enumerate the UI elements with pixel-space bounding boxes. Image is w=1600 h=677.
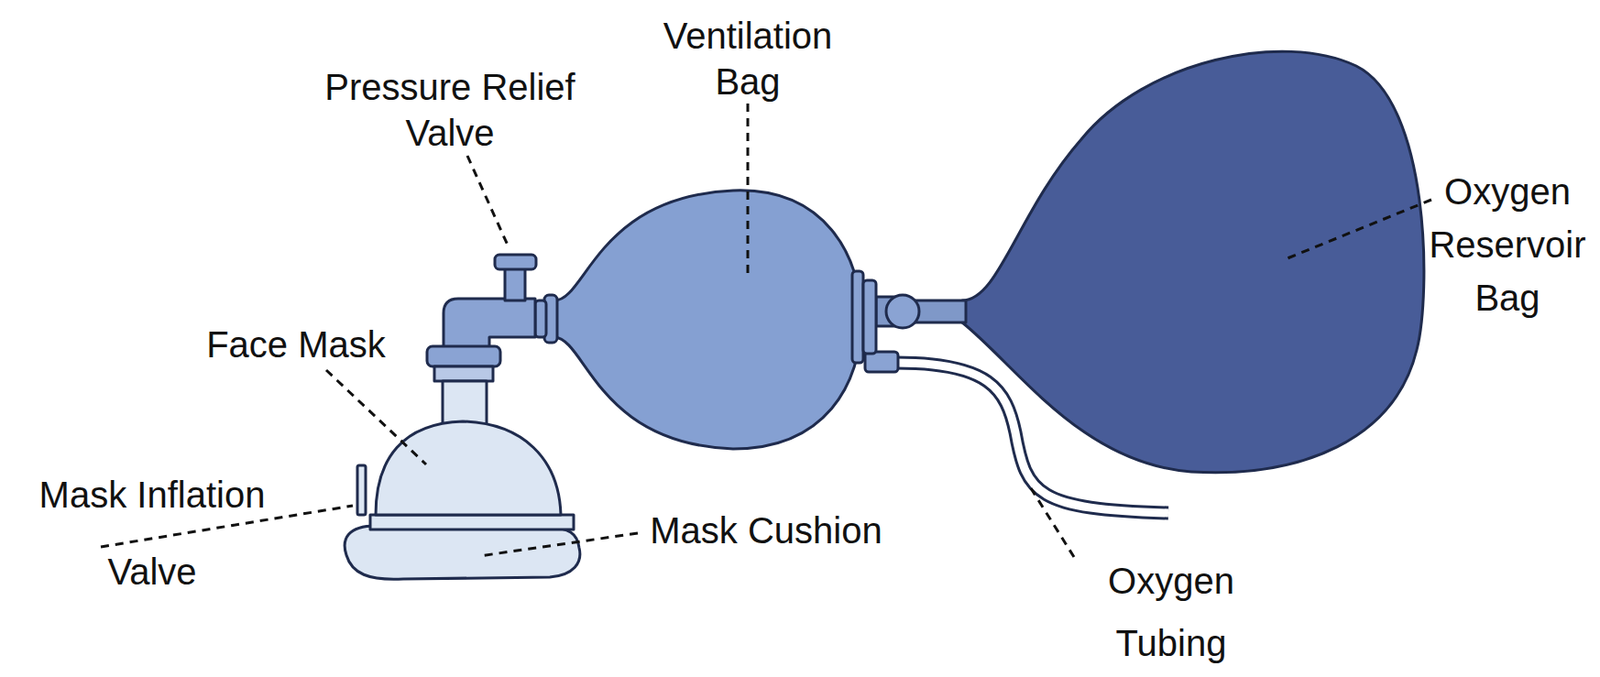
leader-line — [467, 155, 510, 250]
part-label: Pressure Relief Valve — [303, 64, 597, 156]
relief-valve-cap — [494, 254, 537, 270]
leader-line — [479, 533, 638, 557]
relief-valve-stem — [504, 267, 526, 301]
part-label: Mask Cushion — [628, 507, 904, 554]
part-label: Ventilation Bag — [646, 12, 849, 105]
bag-ring — [535, 300, 547, 338]
connector-ball — [886, 295, 920, 329]
leader-line — [1282, 199, 1432, 261]
mask-neck — [442, 381, 487, 428]
part-label: Face Mask — [186, 321, 406, 368]
mask-inflation-valve — [357, 465, 366, 516]
ventilation-bag — [554, 190, 862, 450]
part-label: Mask Inflation Valve — [5, 456, 299, 611]
leader-line — [326, 370, 427, 465]
mask-rim — [370, 515, 574, 530]
reservoir-neck — [912, 300, 966, 323]
part-label: Oxygen Reservoir Bag — [1420, 164, 1595, 325]
bag-ring — [863, 280, 877, 354]
oxygen-reservoir-bag — [962, 51, 1425, 473]
mask-collar — [427, 346, 501, 367]
part-label: Oxygen Tubing — [1070, 549, 1272, 675]
mask-collar — [434, 366, 494, 382]
elbow-connector — [443, 298, 536, 349]
leader-line — [746, 103, 750, 275]
bag-ring — [852, 271, 864, 363]
leader-line — [1030, 488, 1074, 558]
mask-cushion — [344, 526, 581, 580]
mask-dome — [375, 421, 561, 516]
